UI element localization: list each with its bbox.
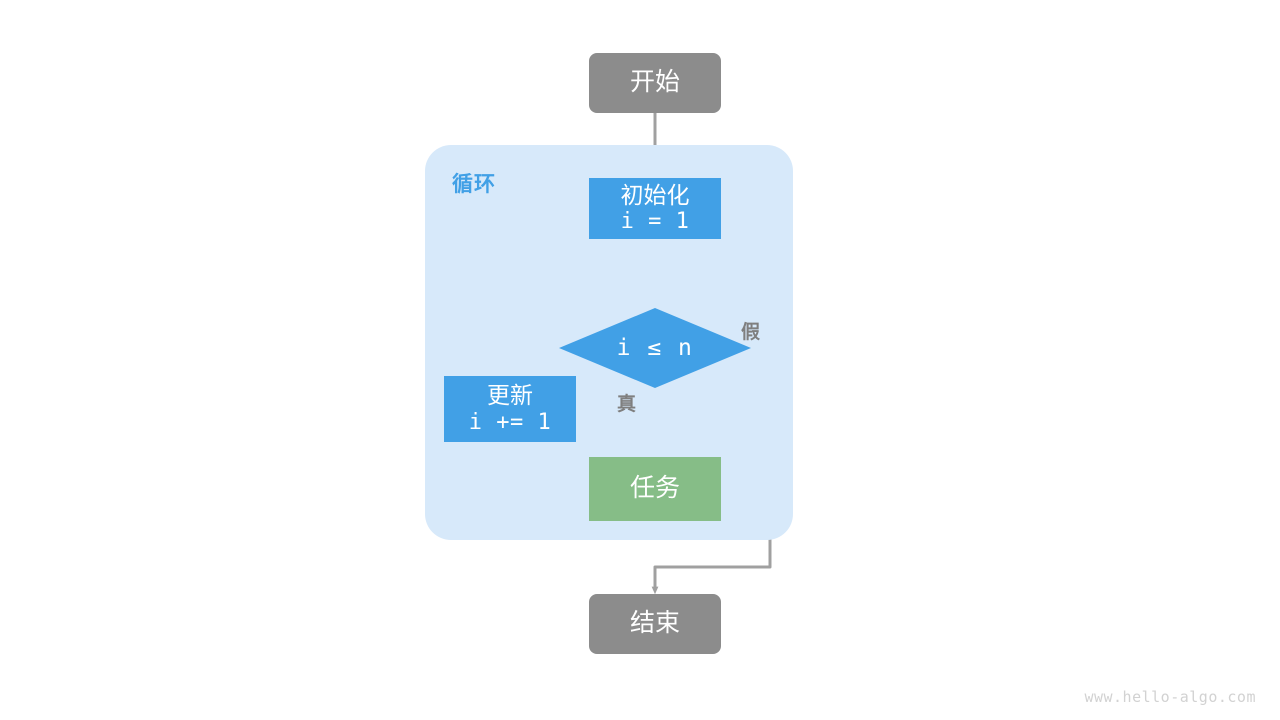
node-decision-label: i ≤ n: [616, 335, 694, 361]
node-task[interactable]: 任务: [589, 457, 721, 521]
node-decision[interactable]: i ≤ n: [559, 308, 751, 388]
node-init[interactable]: 初始化 i = 1: [589, 178, 721, 239]
node-update-label: 更新: [487, 382, 533, 409]
decision-diamond-shape: [559, 308, 751, 388]
node-end-label: 结束: [629, 609, 680, 638]
node-end[interactable]: 结束: [589, 594, 721, 654]
node-update-expression: i += 1: [468, 409, 552, 435]
loop-group-label: 循环: [452, 173, 496, 196]
edge-label-false: 假: [741, 322, 761, 343]
node-update[interactable]: 更新 i += 1: [444, 376, 576, 442]
node-start[interactable]: 开始: [589, 53, 721, 113]
watermark: www.hello-algo.com: [1084, 688, 1256, 706]
node-start-label: 开始: [629, 68, 680, 97]
node-init-label: 初始化: [620, 181, 690, 208]
node-task-label: 任务: [629, 474, 680, 503]
edge-label-true: 真: [617, 394, 637, 415]
node-init-expression: i = 1: [620, 209, 690, 235]
